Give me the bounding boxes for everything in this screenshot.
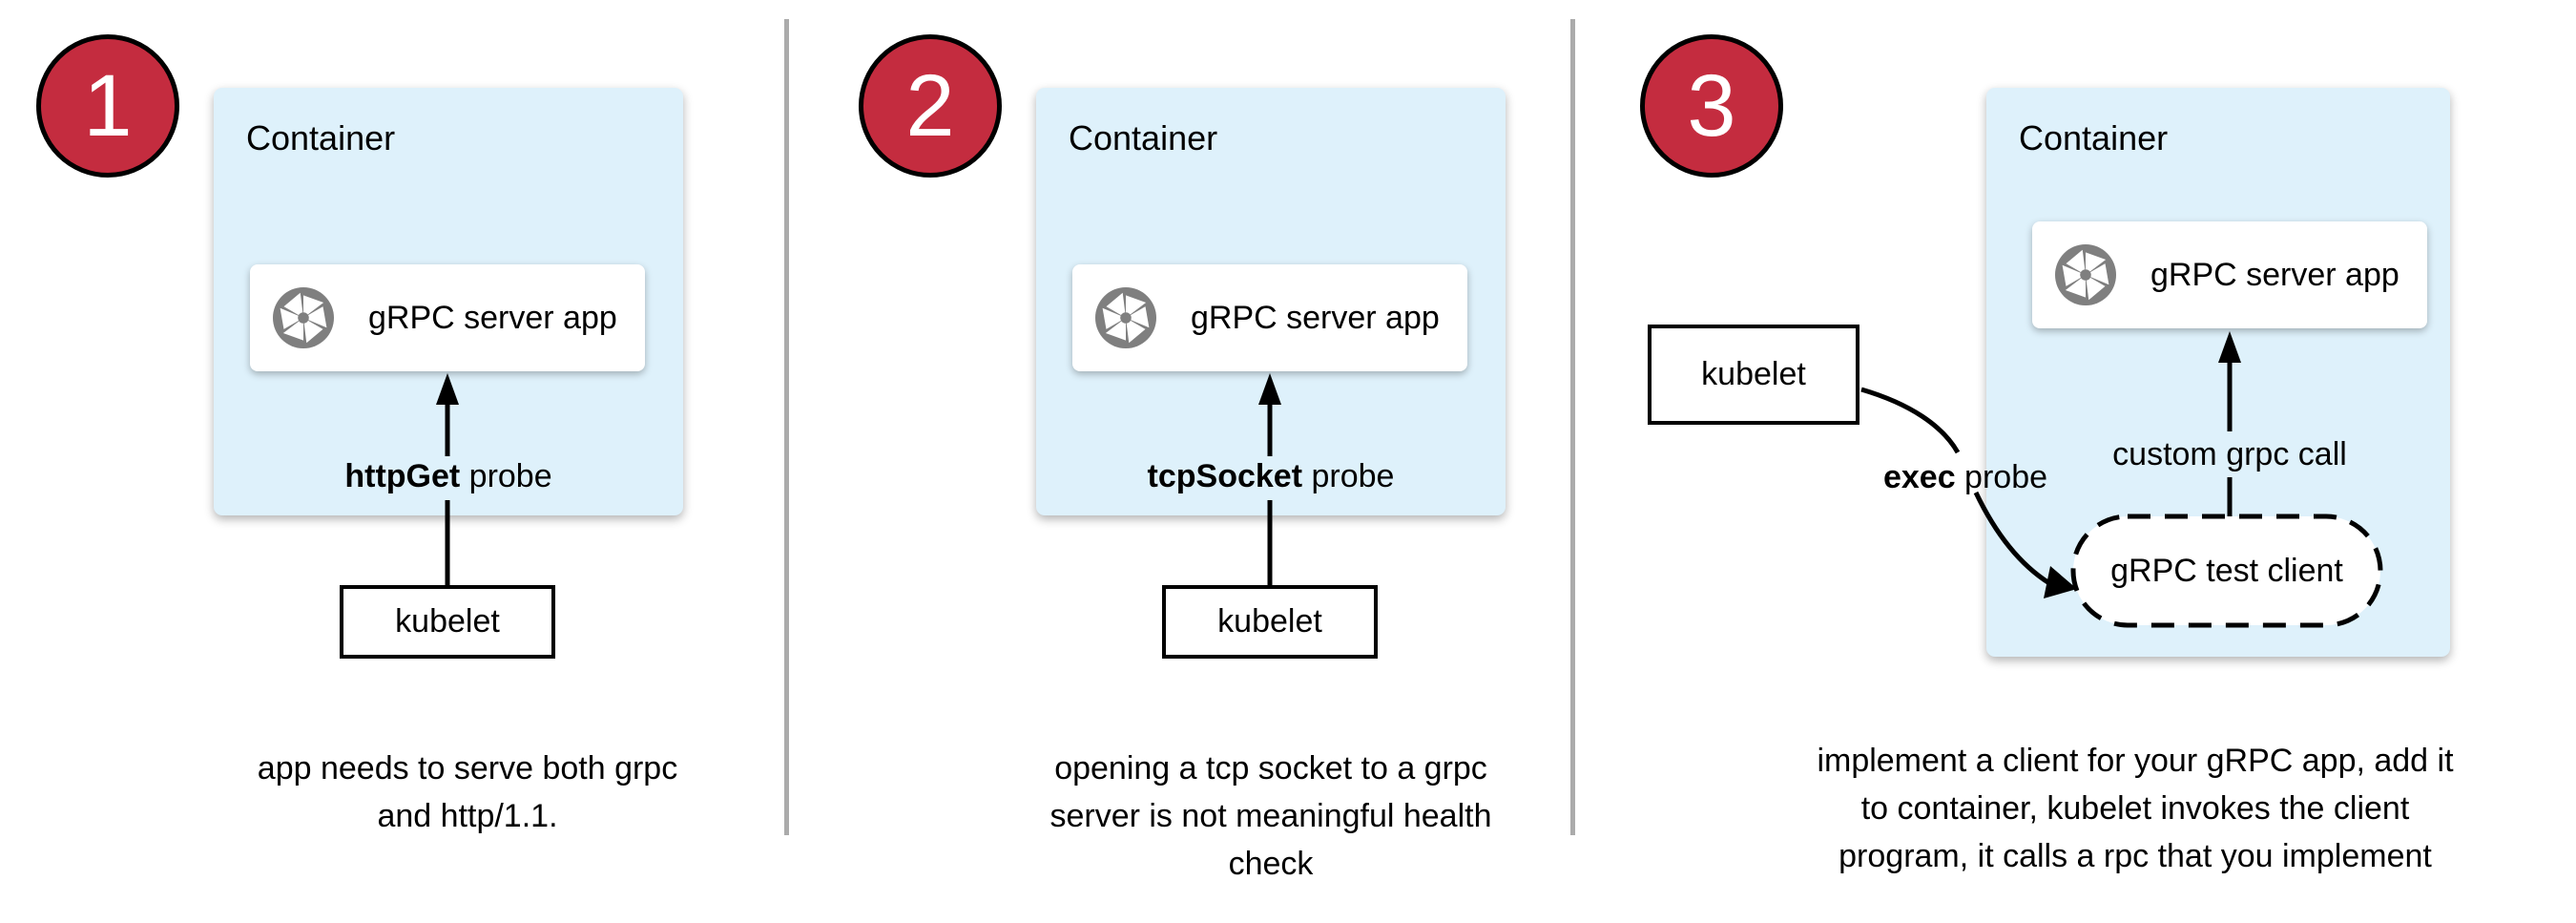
step-number: 2 (905, 56, 955, 155)
httpget-probe-label: httpGet probe (286, 455, 611, 497)
probe-word: probe (460, 458, 552, 494)
grpc-server-app-box-2: gRPC server app (1072, 264, 1467, 371)
caption-line: opening a tcp socket to a grpc (1054, 750, 1487, 787)
custom-grpc-call-label: custom grpc call (2112, 436, 2347, 472)
grpc-test-client-label: gRPC test client (2110, 553, 2343, 589)
grpc-server-app-label: gRPC server app (368, 299, 617, 336)
exec-probe-label: exec probe (1803, 456, 2128, 498)
container-label-1: Container (246, 118, 396, 157)
panel-divider-1 (784, 19, 789, 835)
step-badge-3: 3 (1640, 34, 1783, 178)
container-label-3: Container (2019, 118, 2169, 157)
caption-1: app needs to serve both grpc and http/1.… (181, 745, 754, 840)
caption-3: implement a client for your gRPC app, ad… (1801, 737, 2469, 880)
caption-line: implement a client for your gRPC app, ad… (1817, 743, 2454, 779)
grpc-server-app-label: gRPC server app (1191, 299, 1440, 336)
caption-line: program, it calls a rpc that you impleme… (1839, 838, 2432, 874)
container-label-2: Container (1069, 118, 1218, 157)
kubelet-label: kubelet (395, 603, 500, 640)
grpc-server-app-box-1: gRPC server app (250, 264, 645, 371)
caption-line: server is not meaningful health (1049, 798, 1492, 834)
probe-word: probe (1302, 458, 1395, 494)
kubelet-box-2: kubelet (1162, 585, 1378, 659)
kubelet-label: kubelet (1217, 603, 1322, 640)
aperture-icon (2055, 244, 2116, 305)
caption-line: and http/1.1. (377, 798, 558, 834)
probe-type: httpGet (344, 458, 461, 494)
caption-2: opening a tcp socket to a grpc server is… (985, 745, 1557, 888)
step-number: 3 (1687, 56, 1736, 155)
step-badge-2: 2 (859, 34, 1002, 178)
caption-line: to container, kubelet invokes the client (1860, 790, 2410, 827)
kubelet-box-1: kubelet (340, 585, 555, 659)
grpc-server-app-label: gRPC server app (2150, 256, 2399, 293)
probe-word: probe (1955, 459, 2048, 495)
step-badge-1: 1 (36, 34, 179, 178)
step-number: 1 (83, 56, 133, 155)
caption-line: check (1228, 846, 1314, 882)
aperture-icon (1095, 287, 1156, 348)
caption-line: app needs to serve both grpc (257, 750, 678, 787)
probe-type: exec (1882, 459, 1956, 495)
probe-type: tcpSocket (1147, 458, 1303, 494)
tcpsocket-probe-label: tcpSocket probe (1109, 455, 1433, 497)
kubelet-label: kubelet (1701, 356, 1806, 392)
panel-divider-2 (1570, 19, 1575, 835)
aperture-icon (273, 287, 334, 348)
kubelet-box-3: kubelet (1648, 325, 1859, 425)
grpc-server-app-box-3: gRPC server app (2032, 221, 2427, 328)
